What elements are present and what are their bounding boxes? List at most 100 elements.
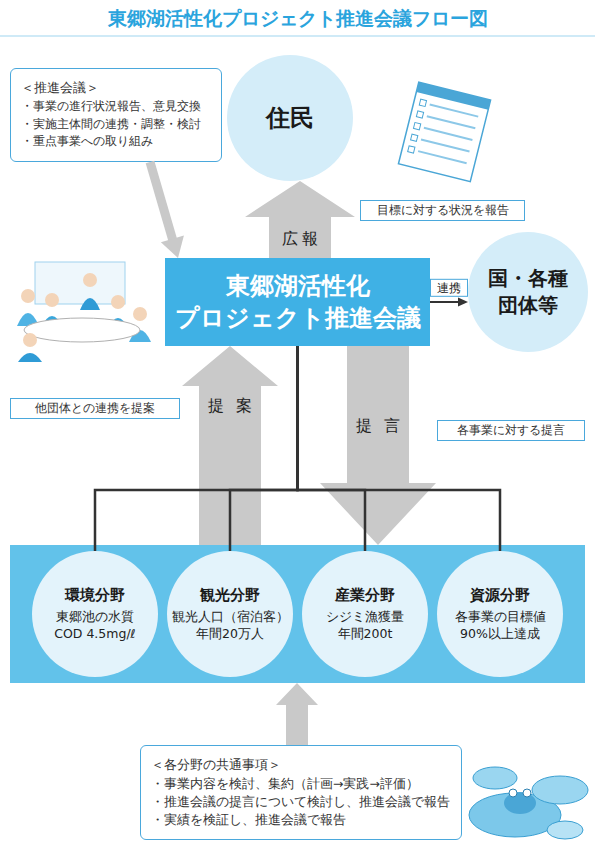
connector (230, 346, 298, 551)
field-band: 環境分野東郷池の水質 COD 4.5mg/ℓ観光分野観光人口（宿泊客） 年間20… (10, 545, 585, 683)
check-box (408, 146, 415, 153)
connector-line (430, 301, 460, 303)
circle-shape (302, 551, 428, 677)
node-text: ・重点事業への取り組み (21, 133, 153, 150)
node-label: ＜各分野の共通事項＞ (151, 756, 281, 775)
document-line (427, 116, 476, 128)
partner-circle: 国・各種 団体等 (468, 232, 588, 352)
document-illustration (398, 82, 490, 181)
connector (150, 162, 184, 258)
field-circle: 環境分野東郷池の水質 COD 4.5mg/ℓ (32, 551, 158, 677)
field-circle: 資源分野各事業の目標値 90%以上達成 (437, 551, 563, 677)
document-line (424, 128, 473, 140)
node-text: 観光人口（宿泊客） 年間20万人 (171, 609, 289, 643)
tree-line (230, 346, 298, 551)
note-box: ＜推進会議＞・事業の進行状況報告、意見交換・実施主体間の連携・調整・検討・重点事… (10, 68, 222, 162)
residents-circle: 住民 (227, 55, 353, 181)
node-label: ＜推進会議＞ (21, 79, 99, 98)
edge-label: 提言 (343, 416, 413, 435)
connector (430, 298, 468, 307)
circle-shape (437, 551, 563, 677)
field-circle: 産業分野シジミ漁獲量 年間200t (302, 551, 428, 677)
node-text: ・事業の進行状況報告、意見交換 (21, 98, 201, 115)
person-body (18, 353, 42, 362)
node-label: 他団体との連携を提案 (35, 401, 155, 417)
edge-label: 連携 (430, 279, 468, 297)
node-label: 国・各種 団体等 (478, 265, 578, 319)
title-rule (0, 35, 595, 37)
node-text: 東郷池の水質 COD 4.5mg/ℓ (50, 609, 140, 643)
node-label: 住民 (266, 102, 314, 134)
meeting-illustration (17, 262, 151, 362)
node-text: ・推進会議の提言について検討し、推進会議で報告 (151, 793, 450, 811)
node-text: 各事業の目標値 90%以上達成 (441, 609, 559, 643)
person-head (133, 307, 147, 321)
circle-shape (227, 55, 353, 181)
note-box: ＜各分野の共通事項＞・事業内容を検討、集約（計画→実践→評価）・推進会議の提言に… (140, 745, 462, 840)
connector (298, 346, 501, 551)
arrow-shaft (150, 162, 174, 243)
tree-line (298, 346, 366, 551)
frog-eye (523, 789, 531, 797)
check-box (411, 134, 418, 141)
document-line (421, 139, 470, 151)
edge-label: 広報 (277, 229, 323, 248)
connector (95, 346, 298, 551)
edge-label: 提案 (195, 396, 265, 415)
node-label: 東郷湖活性化 プロジェクト推進会議 (170, 270, 425, 335)
arrow-head (458, 298, 468, 307)
connector (245, 181, 355, 258)
note-box: 各事業に対する提言 (437, 420, 585, 441)
circle-shape (468, 232, 588, 352)
person-head (23, 333, 37, 347)
lotus-leaf (532, 776, 588, 804)
check-box (416, 111, 423, 118)
node-label: 目標に対する状況を報告 (377, 203, 509, 219)
connector (298, 346, 366, 551)
circle-outline (468, 232, 588, 352)
node-label: 資源分野 (470, 585, 530, 605)
diagram-title: 東郷湖活性化プロジェクト推進会議フロー図 (0, 6, 595, 31)
node-label: 各事業に対する提言 (457, 423, 565, 439)
tree-line (298, 346, 501, 551)
council-box: 東郷湖活性化 プロジェクト推進会議 (165, 258, 430, 346)
node-text: ・実施主体間の連携・調整・検討 (21, 116, 201, 133)
node-text: シジミ漁獲量 年間200t (306, 609, 424, 643)
check-box (413, 123, 420, 130)
document-sheet (398, 82, 490, 181)
node-text: ・事業内容を検討、集約（計画→実践→評価） (151, 775, 419, 793)
person-head (45, 293, 59, 307)
node-label: 観光分野 (200, 585, 260, 605)
block-arrow (320, 346, 436, 545)
document-header (416, 82, 490, 110)
frog-illustration (469, 767, 588, 839)
frog-eye (509, 789, 517, 797)
circle-shape (167, 551, 293, 677)
meeting-table (24, 318, 140, 342)
document-line (418, 151, 467, 163)
person-body (80, 298, 100, 310)
arrow-head (161, 235, 184, 258)
person-head (111, 295, 125, 309)
connector (182, 346, 278, 545)
field-circle: 観光分野観光人口（宿泊客） 年間20万人 (167, 551, 293, 677)
block-arrow (245, 181, 355, 258)
note-box: 目標に対する状況を報告 (360, 200, 525, 221)
check-box (419, 99, 426, 106)
connector (320, 346, 436, 545)
lotus-leaf (473, 767, 517, 789)
frog-body (504, 792, 536, 814)
document-line (430, 105, 479, 117)
circle-shape (32, 551, 158, 677)
node-text: ・実績を検証し、推進会議で報告 (151, 811, 346, 829)
node-label: 産業分野 (335, 585, 395, 605)
note-box: 他団体との連携を提案 (10, 398, 180, 419)
block-arrow (182, 346, 278, 545)
person-head (83, 273, 97, 287)
tree-line (95, 346, 298, 551)
person-head (21, 289, 35, 303)
block-arrow (276, 683, 318, 745)
lotus-leaf (547, 821, 583, 839)
node-label: 環境分野 (65, 585, 125, 605)
